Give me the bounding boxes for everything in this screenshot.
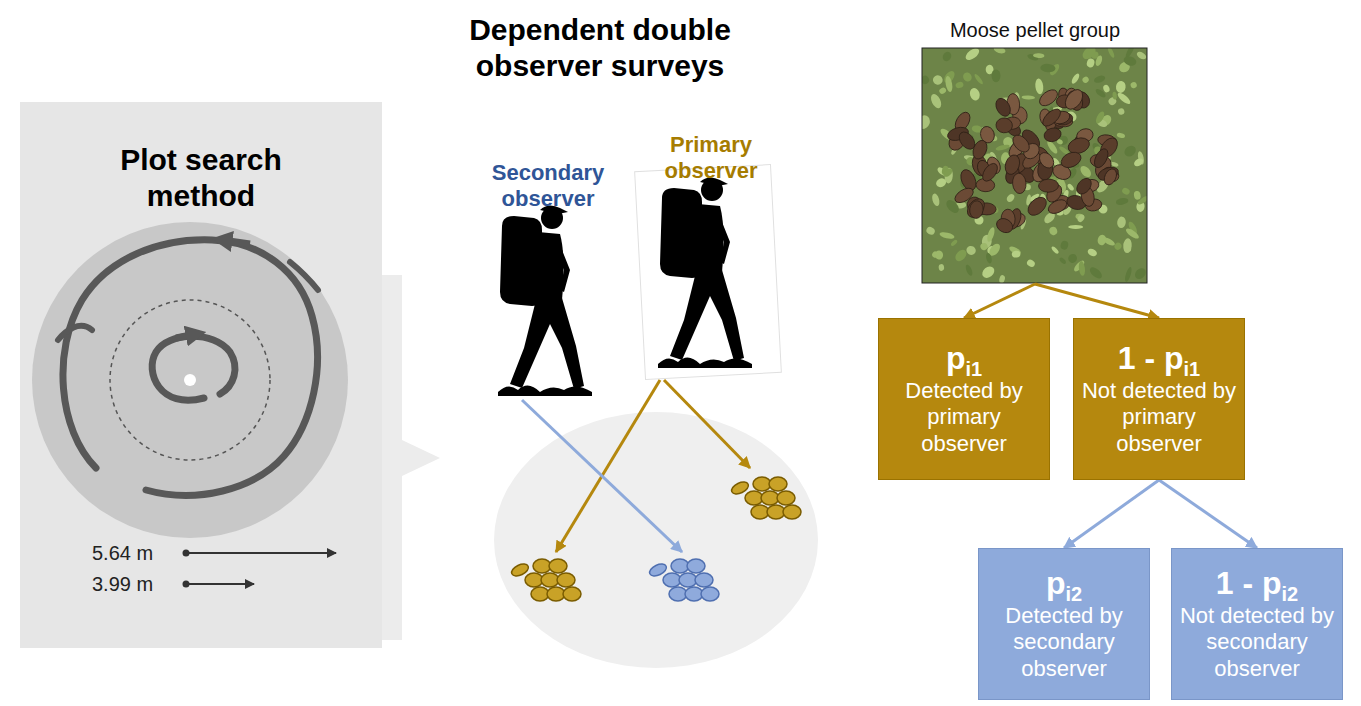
dimension-label: 5.64 m [92,541,180,565]
flow-arrow [964,284,1035,318]
probability-symbol: pi2 [1046,566,1082,601]
flow-arrow [1159,480,1257,548]
detected-pellets [510,559,581,601]
probability-symbol: pi1 [946,341,982,376]
probability-description: Not detected by secondary observer [1178,603,1336,682]
probability-symbol: 1 - pi1 [1118,341,1200,376]
probability-symbol-text: 1 - p [1118,340,1184,376]
probability-symbol-text: 1 - p [1216,565,1282,601]
detected-pellets [730,477,801,519]
probability-box: pi1Detected by primary observer [878,318,1050,480]
probability-subscript: i2 [1065,583,1082,605]
photo-border [922,48,1147,283]
panel-ground [20,102,382,648]
inner-search-path [152,336,235,400]
photo-heading: Moose pellet group [918,18,1152,42]
probability-description: Detected by secondary observer [985,603,1143,682]
inner-plot-circle [110,300,270,460]
detection-arrow [556,380,660,552]
search-arrow [176,334,196,338]
flow-arrow [1035,284,1159,318]
probability-symbol-text: p [946,340,966,376]
radius-arrow [186,583,254,585]
dimension-label: 3.99 m [92,572,180,596]
search-path [58,326,92,340]
plot-center [184,374,196,386]
detection-arrow [522,400,682,552]
photo-node: Moose pellet group [918,14,1152,284]
observer-label: Secondary observer [468,160,628,213]
search-path [63,240,318,496]
secondary-observer-figure [498,205,592,396]
flow-arrow [1064,480,1159,548]
probability-description: Not detected by primary observer [1080,378,1238,457]
probability-box: 1 - pi2Not detected by secondary observe… [1171,548,1343,700]
plot-circle [32,222,348,538]
probability-symbol-text: p [1046,565,1066,601]
probability-subscript: i1 [965,358,982,380]
diagram-title: Dependent double observer surveys [440,12,760,84]
probability-subscript: i2 [1282,583,1299,605]
pellet-photo-detail [922,48,1147,283]
probability-box: pi2Detected by secondary observer [978,548,1150,700]
radius-arrow [186,552,336,554]
pellet-photo [922,48,1147,283]
method-panel: Plot search method [20,102,382,648]
primary-observer-figure [658,177,752,368]
probability-subscript: i1 [1184,358,1201,380]
search-arrow [222,240,250,244]
survey-plot [494,412,818,668]
detected-pellets [648,559,719,601]
search-path [290,262,318,290]
probability-symbol: 1 - pi2 [1216,566,1298,601]
panel-title: Plot search method [81,142,321,214]
photo-frame [635,165,782,380]
observer-label: Primary observer [636,132,786,185]
detection-arrow [664,380,750,468]
probability-box: 1 - pi1Not detected by primary observer [1073,318,1245,480]
probability-description: Detected by primary observer [885,378,1043,457]
